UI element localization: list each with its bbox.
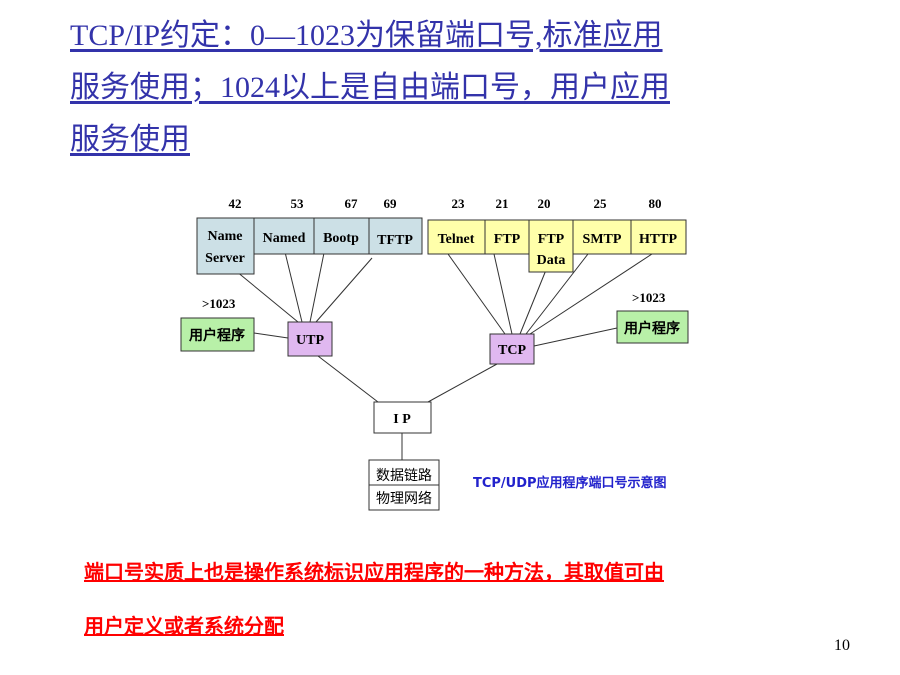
- ftp-data-box: [528, 219, 574, 273]
- port-number-23: 23: [452, 196, 466, 211]
- link-layer-label-2: 物理网络: [376, 491, 432, 507]
- title-line-1: TCP/IP约定：0—1023为保留端口号,标准应用: [70, 19, 663, 52]
- ftp-data-label-2: Data: [537, 253, 566, 268]
- left-user-program-label: 用户程序: [189, 327, 245, 344]
- ftp-label: FTP: [494, 232, 521, 247]
- http-box: [630, 219, 687, 255]
- telnet-box: [427, 219, 486, 255]
- tftp-label: TFTP: [377, 233, 413, 248]
- right-user-program-label: 用户程序: [624, 320, 680, 337]
- udp-app-boxes: [196, 217, 423, 275]
- ip-box-label: I P: [393, 412, 411, 427]
- port-number-67: 67: [345, 196, 359, 211]
- connector-lines: [224, 247, 653, 460]
- left-user-program-box: [180, 317, 255, 352]
- name-server-label-2: Server: [205, 251, 245, 266]
- telnet-label: Telnet: [438, 232, 475, 247]
- note-line-1: 端口号实质上也是操作系统标识应用程序的一种方法，其取值可由: [84, 560, 664, 584]
- tcp-app-boxes: [427, 219, 687, 273]
- port-number-42: 42: [229, 196, 242, 211]
- port-number-25: 25: [594, 196, 608, 211]
- bootp-box: [313, 217, 370, 255]
- port-number-20: 20: [538, 196, 551, 211]
- slide-title: TCP/IP约定：0—1023为保留端口号,标准应用 服务使用；1024以上是自…: [70, 10, 830, 166]
- name-server-label-1: Name: [208, 229, 243, 244]
- udp-box: [287, 321, 333, 357]
- diagram-caption: TCP/UDP应用程序端口号示意图: [473, 475, 667, 491]
- udp-box-label: UTP: [296, 333, 324, 348]
- note-line-2: 用户定义或者系统分配: [84, 614, 284, 638]
- tcp-box: [489, 333, 535, 365]
- smtp-box: [572, 219, 632, 255]
- page-number: 10: [834, 637, 850, 654]
- ip-box: [373, 401, 432, 434]
- http-label: HTTP: [639, 232, 678, 247]
- port-number-21: 21: [496, 196, 509, 211]
- left-user-port: >1023: [202, 296, 236, 311]
- right-user-port: >1023: [632, 290, 666, 305]
- tcp-box-label: TCP: [498, 343, 526, 358]
- title-line-2: 服务使用；1024以上是自由端口号，用户应用: [70, 71, 670, 104]
- ftp-box: [484, 219, 530, 255]
- ftp-data-label-1: FTP: [538, 232, 565, 247]
- bootp-label: Bootp: [323, 231, 359, 246]
- link-layer-label-1: 数据链路: [376, 468, 432, 484]
- port-number-53: 53: [291, 196, 305, 211]
- port-number-80: 80: [649, 196, 662, 211]
- tftp-box: [368, 217, 423, 255]
- title-line-3: 服务使用: [70, 123, 190, 156]
- port-number-69: 69: [384, 196, 398, 211]
- right-user-program-box: [616, 310, 689, 344]
- named-label: Named: [263, 231, 306, 246]
- name-server-box: [196, 217, 255, 275]
- smtp-label: SMTP: [583, 232, 622, 247]
